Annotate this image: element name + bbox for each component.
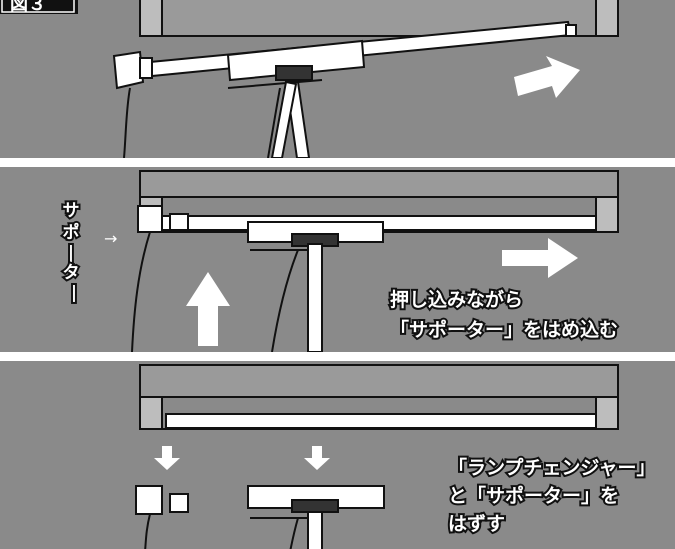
supporter-piece xyxy=(112,50,145,90)
caption-line-1: 「ランプチェンジャー」 xyxy=(448,456,655,479)
panel-3: 「ランプチェンジャー」 と「サポーター」を はずす xyxy=(0,361,675,549)
slide-right-arrow xyxy=(502,238,578,278)
down-arrow-left xyxy=(154,446,180,470)
panel-divider xyxy=(0,158,675,167)
changer-pole xyxy=(307,511,323,549)
caption-line-2: 「サポーター」をはめ込む xyxy=(390,318,618,341)
supporter-piece xyxy=(135,485,163,515)
panel-1: 図３ xyxy=(0,0,675,159)
panel-2: サ ポ | タ | → 押し込みながら 「サポーター」をはめ込む xyxy=(0,167,675,353)
caption-line-1: 押し込みながら xyxy=(390,288,523,311)
panel-divider xyxy=(0,352,675,361)
cord xyxy=(131,231,151,353)
caption-line-3: はずす xyxy=(448,513,505,535)
slide-right-arrow xyxy=(514,56,580,98)
push-up-arrow xyxy=(186,272,230,346)
fluorescent-lamp xyxy=(165,413,597,429)
cord xyxy=(144,513,151,549)
cord xyxy=(123,87,131,159)
caption-line-2: と「サポーター」を xyxy=(448,484,619,507)
lamp-changer-head xyxy=(226,39,366,82)
supporter-piece xyxy=(137,205,163,233)
lamp-pin xyxy=(565,24,577,37)
down-arrow-center xyxy=(304,446,330,470)
pointer-arrow: → xyxy=(104,229,117,248)
supporter-label: サ ポ | タ | xyxy=(63,201,86,303)
changer-pole xyxy=(307,243,323,353)
figure-label: 図３ xyxy=(10,0,46,15)
